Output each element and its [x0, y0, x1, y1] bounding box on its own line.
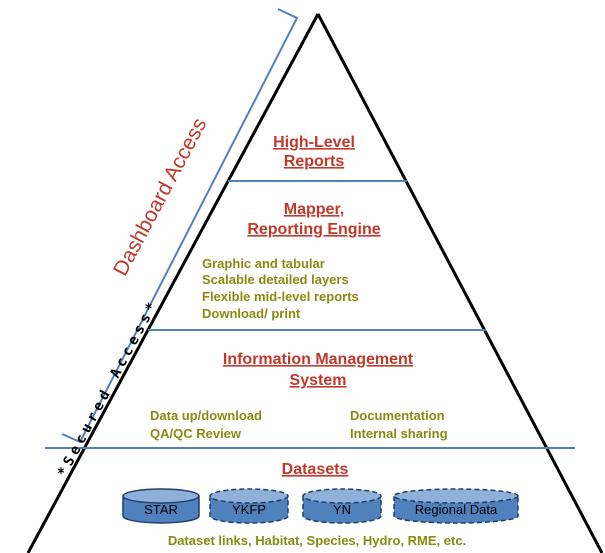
dashboard-access-bracket: [61, 8, 299, 444]
top-tier-title-line2: Reports: [284, 153, 345, 170]
datasets-title: Datasets: [282, 461, 349, 478]
database-label-yn: YN: [333, 502, 351, 517]
mapper-bullet: Graphic and tabular: [202, 256, 325, 271]
database-label-regional: Regional Data: [415, 502, 498, 517]
mapper-title-line1: Mapper,: [284, 201, 344, 218]
database-yn-icon: YN: [302, 488, 382, 524]
database-regional-icon: Regional Data: [393, 488, 519, 524]
mapper-bullet: Scalable detailed layers: [202, 272, 349, 287]
database-star-icon: STAR: [122, 488, 200, 524]
ims-title-line2: System: [290, 372, 347, 389]
ims-title-line1: Information Management: [223, 351, 414, 368]
top-tier-title-line1: High-Level: [273, 134, 355, 151]
database-label-ykfp: YKFP: [232, 502, 266, 517]
database-ykfp-icon: YKFP: [209, 488, 289, 524]
database-label-star: STAR: [144, 502, 178, 517]
mapper-bullet: Download/ print: [202, 306, 301, 321]
mapper-bullet: Flexible mid-level reports: [202, 289, 359, 304]
pyramid-outline: [26, 13, 604, 553]
ims-right-item: Documentation: [350, 408, 445, 423]
mapper-title-line2: Reporting Engine: [247, 221, 380, 238]
ims-left-item: QA/QC Review: [150, 426, 242, 441]
ims-right-item: Internal sharing: [350, 426, 448, 441]
datasets-footer: Dataset links, Habitat, Species, Hydro, …: [168, 533, 466, 548]
dashboard-access-label: Dashboard Access: [109, 114, 212, 279]
secured-access-label: *Secured Access*: [55, 297, 162, 480]
ims-left-item: Data up/download: [150, 408, 262, 423]
